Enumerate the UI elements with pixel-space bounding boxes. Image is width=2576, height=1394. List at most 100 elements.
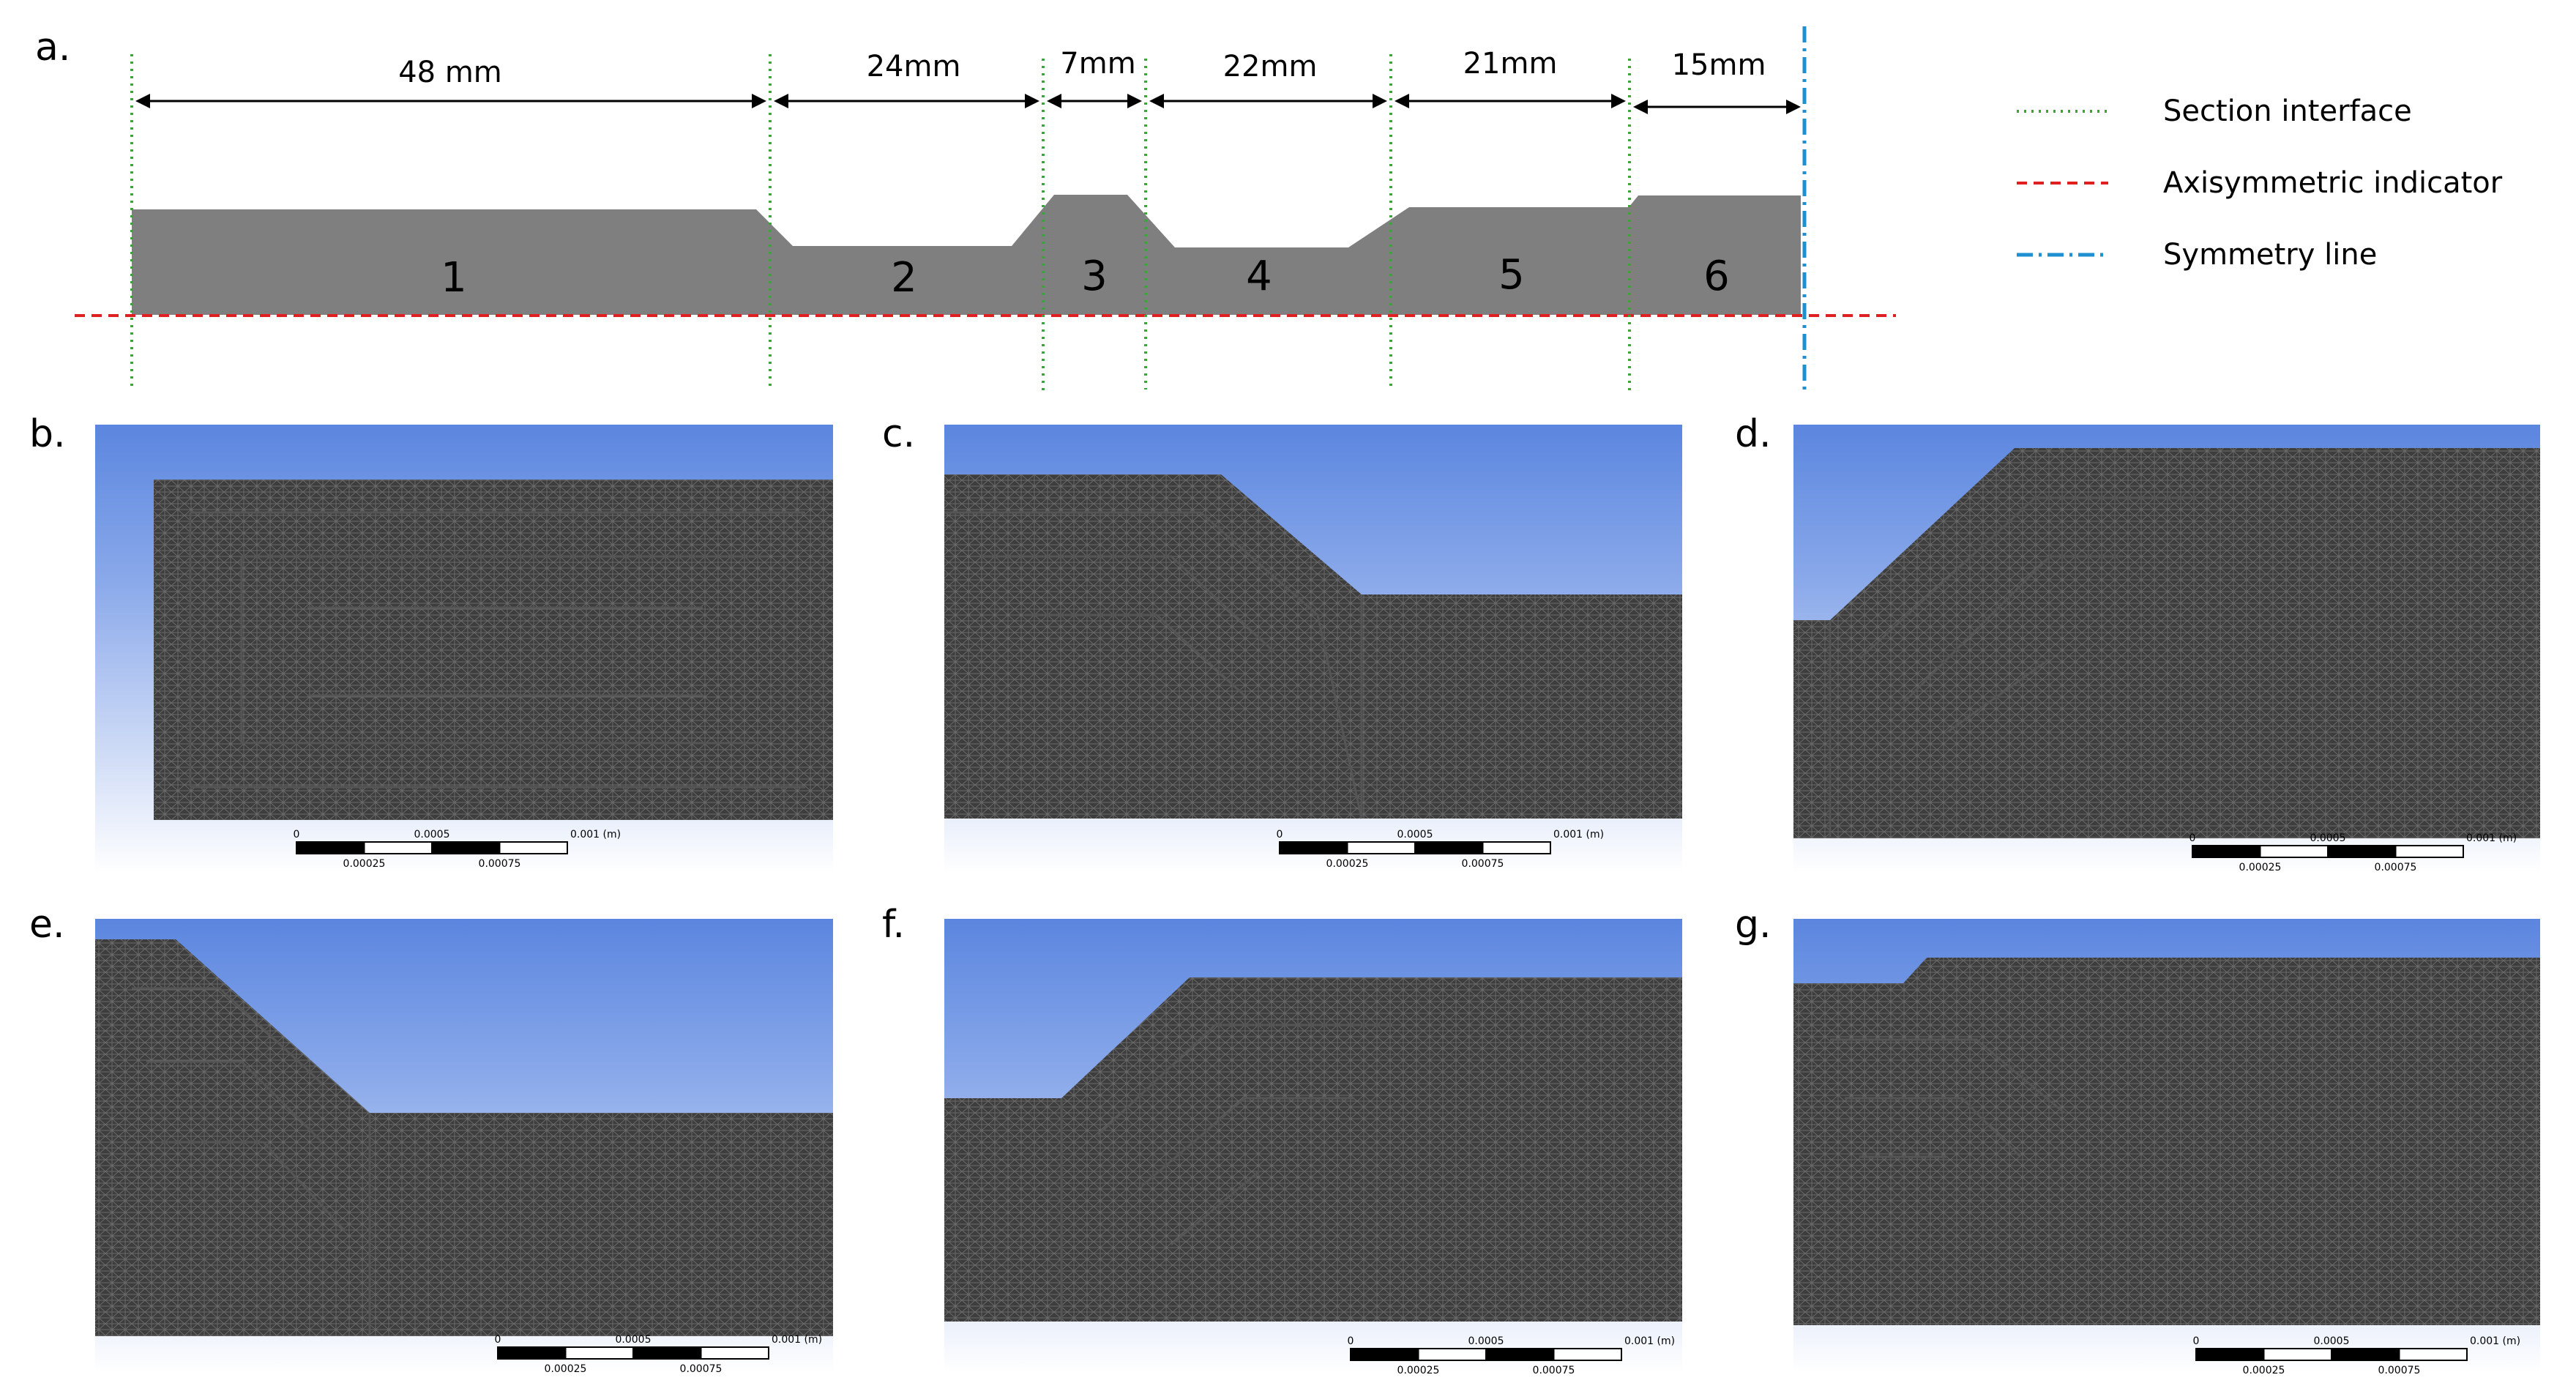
scale-bar-segment	[431, 841, 501, 854]
panel-label-e: e.	[29, 903, 65, 947]
panel-label-d: d.	[1735, 412, 1772, 456]
scale-bar-segment	[2331, 1348, 2400, 1361]
scale-bar-label: 0.00075	[680, 1363, 723, 1375]
mesh-structure-lines	[1829, 496, 2196, 838]
mesh-region	[95, 939, 833, 1336]
mesh-region	[1793, 448, 2540, 838]
dimension-arrow-48	[135, 94, 766, 108]
panel-label-c: c.	[882, 412, 915, 456]
mesh-region	[944, 977, 1682, 1322]
scale-bar-label: 0.001 (m)	[1553, 829, 1604, 840]
section-number: 5	[1498, 251, 1525, 299]
scale-bar-label: 0.00075	[2375, 862, 2417, 873]
dimension-arrow-7	[1047, 94, 1142, 108]
scale-bar-label: 0.00025	[1397, 1365, 1440, 1376]
scale-bar-label: 0.0005	[616, 1334, 652, 1346]
scale-bar-segment	[632, 1346, 702, 1360]
scale-bar-segment	[2394, 845, 2464, 858]
scale-bar-label: 0.0005	[2314, 1335, 2350, 1347]
section-number: 1	[441, 254, 467, 302]
dimension-label: 48 mm	[398, 56, 502, 89]
scale-bar-segment	[2192, 845, 2261, 858]
mesh-structure-lines	[944, 511, 1363, 819]
scale-bar-label: 0.0005	[1468, 1335, 1504, 1347]
scale-bar-label: 0	[294, 829, 300, 840]
panel-label-a: a.	[35, 26, 70, 70]
panel-d: d.	[1735, 412, 2540, 873]
scale-bar-label: 0.00075	[1462, 858, 1504, 870]
panel-e: e.	[29, 903, 833, 1373]
scale-bar-segment	[1482, 841, 1551, 854]
scale-bar-segment	[1346, 841, 1416, 854]
legend-label: Section interface	[2163, 94, 2412, 128]
scale-bar-label: 0.00075	[479, 858, 521, 870]
scale-bar-segment	[2259, 845, 2329, 858]
profile-shape	[132, 195, 1801, 315]
scale-bar: 0 0.0005 0.001 (m) 0.00025 0.00075	[495, 1334, 823, 1375]
mesh-region	[154, 480, 833, 820]
scale-bar-segment	[700, 1346, 769, 1360]
panel-label-g: g.	[1735, 903, 1772, 947]
panel-label-f: f.	[882, 903, 905, 947]
panel-a: a.	[35, 26, 2503, 395]
scale-bar-label: 0	[1277, 829, 1283, 840]
mesh-region	[944, 474, 1682, 819]
scale-bar: 0 0.0005 0.001 (m) 0.00025 0.00075	[294, 829, 621, 870]
dimension-arrows	[135, 94, 1801, 114]
scale-bar-label: 0.001 (m)	[2466, 832, 2517, 844]
dimension-label: 21mm	[1463, 47, 1558, 81]
scale-bar-segment	[2398, 1348, 2468, 1361]
legend-item-section-interface: Section interface	[2017, 94, 2412, 128]
panel-b: b.	[29, 412, 833, 873]
scale-bar-segment	[363, 841, 433, 854]
scale-bar-label: 0.00025	[545, 1363, 587, 1375]
scale-bar-label: 0.001 (m)	[1624, 1335, 1675, 1347]
panel-c: c.	[882, 412, 1682, 873]
dimension-label: 24mm	[867, 50, 961, 83]
scale-bar-label: 0.0005	[414, 829, 450, 840]
mesh-structure-lines	[1060, 1024, 1391, 1322]
section-number: 4	[1246, 253, 1272, 300]
scale-bar-label: 0.00025	[1326, 858, 1369, 870]
scale-bar-label: 0.001 (m)	[570, 829, 621, 840]
scale-bar-segment	[2263, 1348, 2332, 1361]
scale-bar-segment	[1414, 841, 1484, 854]
scale-bar-segment	[2327, 845, 2397, 858]
section-interfaces	[130, 54, 1631, 392]
dimension-arrow-15	[1633, 100, 1801, 114]
scale-bar-label: 0	[2193, 1335, 2200, 1347]
section-number: 3	[1081, 253, 1108, 300]
scale-bar-segment	[1485, 1348, 1555, 1361]
legend-item-symmetry-line: Symmetry line	[2017, 238, 2377, 272]
scale-bar-segment	[564, 1346, 634, 1360]
legend-item-axisymmetric-indicator: Axisymmetric indicator	[2017, 166, 2503, 200]
dimension-label: 7mm	[1060, 47, 1135, 81]
section-number: 6	[1703, 253, 1730, 300]
scale-bar-segment	[1350, 1348, 1419, 1361]
scale-bar-segment	[1553, 1348, 1622, 1361]
dimension-arrow-21	[1395, 94, 1626, 108]
scale-bar-label: 0.0005	[1397, 829, 1433, 840]
section-number: 2	[891, 254, 917, 302]
scale-bar-label: 0.001 (m)	[772, 1334, 822, 1346]
scale-bar-label: 0	[2189, 832, 2196, 844]
mesh-structure-lines	[1830, 1038, 2065, 1158]
scale-bar-segment	[499, 841, 568, 854]
scale-bar-segment	[2195, 1348, 2265, 1361]
scale-bar-label: 0	[495, 1334, 501, 1346]
legend-label: Axisymmetric indicator	[2163, 166, 2503, 200]
mesh-structure-lines	[132, 987, 371, 1336]
scale-bars: 0 0.0005 0.001 (m) 0.00025 0.00075 0 0.0005 0.0…	[294, 829, 2521, 1376]
dimension-arrow-24	[774, 94, 1039, 108]
dimension-label: 22mm	[1223, 50, 1318, 83]
dimension-label: 15mm	[1672, 48, 1766, 82]
scale-bar-segment	[1279, 841, 1348, 854]
scale-bar-label: 0.00025	[343, 858, 386, 870]
scale-bar-segment	[296, 841, 365, 854]
mesh-structure-lines	[189, 511, 805, 789]
panel-g: g.	[1735, 903, 2540, 1373]
scale-bar-segment	[497, 1346, 567, 1360]
